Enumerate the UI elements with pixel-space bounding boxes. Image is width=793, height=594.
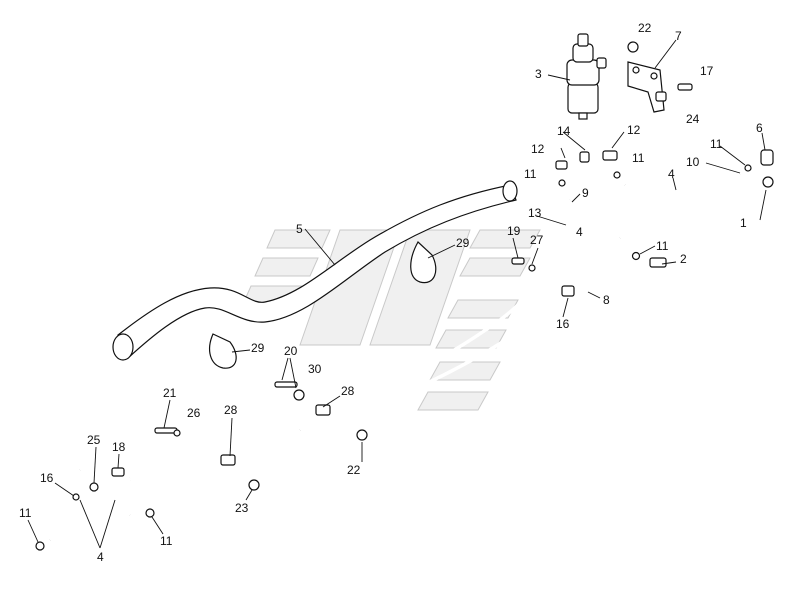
callout-19: 19 [507, 224, 521, 238]
callout-6: 6 [756, 121, 763, 135]
callout-24: 24 [686, 112, 700, 126]
callout-11-right: 11 [710, 137, 723, 151]
callout-12-left: 12 [531, 142, 545, 156]
callout-20: 20 [284, 344, 298, 358]
callout-5: 5 [296, 222, 303, 236]
callout-26: 26 [187, 406, 201, 420]
fuel-filter [566, 33, 607, 120]
callout-3: 3 [535, 67, 542, 81]
callout-2: 2 [680, 252, 687, 266]
callout-13: 13 [528, 206, 542, 220]
large-hose [112, 180, 518, 361]
callout-labels: 1 2 3 4 4 4 5 6 7 8 9 10 11 11 11 11 11 … [19, 21, 763, 564]
hose-upper-right [620, 168, 742, 223]
callout-30: 30 [308, 362, 322, 376]
callout-4-upper: 4 [668, 167, 675, 181]
callout-22-top: 22 [638, 21, 652, 35]
hose-clamps [209, 241, 437, 369]
callout-10: 10 [686, 155, 700, 169]
callout-21: 21 [163, 386, 177, 400]
callout-7: 7 [675, 29, 682, 43]
callout-8: 8 [603, 293, 610, 307]
long-fuel-lines [119, 199, 621, 492]
callout-29-upper: 29 [456, 236, 470, 250]
callout-11-filter: 11 [524, 167, 537, 181]
callout-11-line: 11 [656, 239, 669, 253]
mounting-bracket [627, 61, 667, 113]
leader-lines [27, 39, 767, 549]
callout-4-middle: 4 [576, 225, 583, 239]
callout-9: 9 [582, 186, 589, 200]
callout-22-bottom: 22 [347, 463, 361, 477]
callout-14: 14 [557, 124, 571, 138]
callout-16-left: 16 [40, 471, 54, 485]
callout-16-right: 16 [556, 317, 570, 331]
callout-1: 1 [740, 216, 747, 230]
callout-27: 27 [530, 233, 544, 247]
callout-29-lower: 29 [251, 341, 265, 355]
callout-11-left: 11 [19, 506, 32, 520]
callout-11-bottom: 11 [160, 534, 173, 548]
callout-28-center: 28 [341, 384, 355, 398]
callout-12-right: 12 [627, 123, 641, 137]
callout-11-center: 11 [632, 151, 645, 165]
hardware-parts [35, 41, 774, 551]
callout-17: 17 [700, 64, 714, 78]
callout-23: 23 [235, 501, 249, 515]
callout-18: 18 [112, 440, 126, 454]
callout-25: 25 [87, 433, 101, 447]
callout-4-lower: 4 [97, 550, 104, 564]
callout-28-left: 28 [224, 403, 238, 417]
